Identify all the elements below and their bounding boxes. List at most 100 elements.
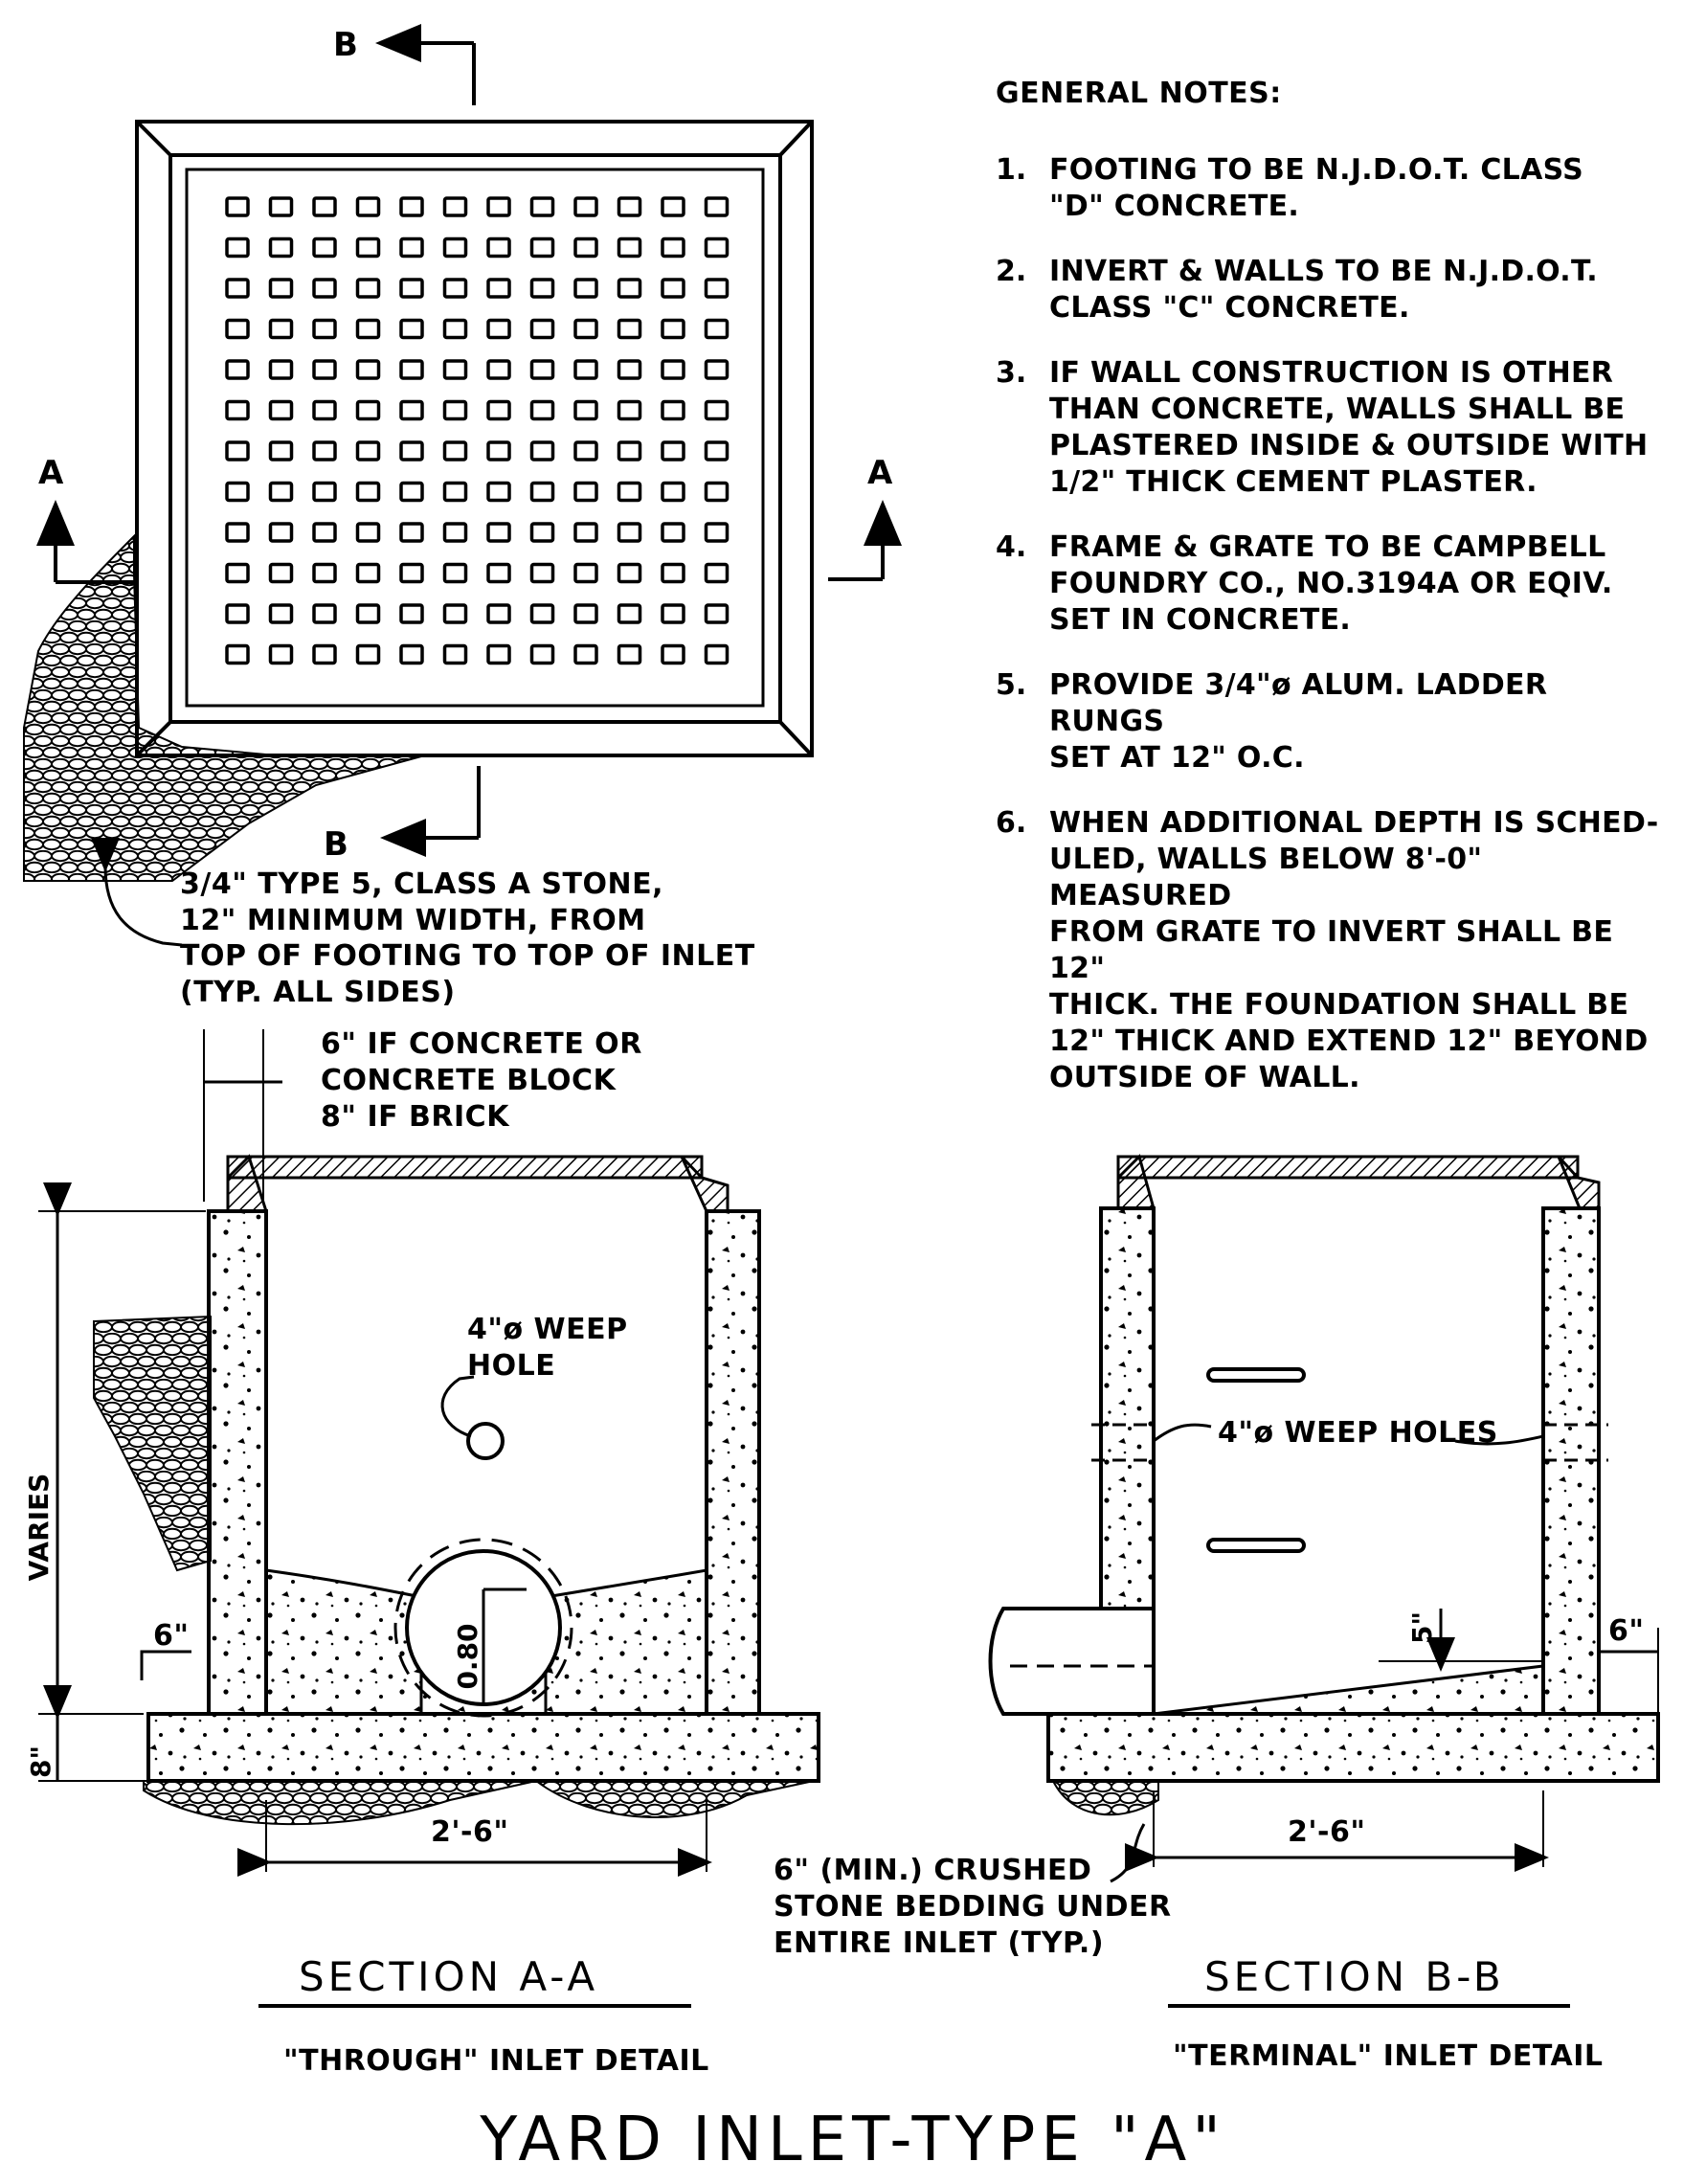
grate-opening xyxy=(617,562,642,584)
grate-opening xyxy=(704,359,730,380)
grate-opening xyxy=(704,562,730,584)
bedding-note: 6" (MIN.) CRUSHED STONE BEDDING UNDER EN… xyxy=(774,1854,1172,1960)
frame-outline xyxy=(135,120,814,757)
grate-opening xyxy=(573,399,598,421)
grate-opening xyxy=(661,278,685,299)
note-number: 2. xyxy=(996,255,1027,288)
grate-opening xyxy=(617,522,642,543)
grate-opening xyxy=(399,399,424,421)
grate-opening xyxy=(312,236,337,259)
grate-opening xyxy=(225,643,250,665)
note-number: 4. xyxy=(996,530,1027,564)
grate-opening xyxy=(573,481,598,503)
grate-opening xyxy=(399,643,424,665)
grate-opening xyxy=(617,481,642,503)
grate-opening xyxy=(573,196,598,217)
section-cut-a-right xyxy=(828,500,902,581)
grate-opening xyxy=(442,278,468,299)
grate-opening xyxy=(268,643,294,665)
grate-opening xyxy=(617,236,642,259)
grate-opening xyxy=(225,359,250,380)
grate-opening xyxy=(661,481,685,503)
grate-opening xyxy=(486,196,511,217)
grate-opening xyxy=(617,603,642,624)
grate-opening xyxy=(355,278,381,299)
grate-opening xyxy=(399,440,424,462)
grate-opening xyxy=(486,603,511,624)
grate-opening xyxy=(268,236,294,259)
grate-opening xyxy=(486,278,511,299)
grate-opening xyxy=(268,359,294,380)
grate-opening xyxy=(661,643,685,665)
grate-opening xyxy=(573,522,598,543)
section-mark-a-left: A xyxy=(38,454,64,492)
grate-opening xyxy=(355,603,381,624)
grate-opening xyxy=(442,359,468,380)
grate-opening xyxy=(573,236,598,259)
weep-holes-bb-label: 4"ø WEEP HOLES xyxy=(1218,1416,1498,1450)
grate-opening xyxy=(355,236,381,259)
grate-opening xyxy=(399,318,424,340)
grate-opening xyxy=(486,522,511,543)
grate-opening xyxy=(617,359,642,380)
grate-opening xyxy=(268,562,294,584)
grate-opening xyxy=(312,440,337,462)
grate-opening xyxy=(617,318,642,340)
grate-opening xyxy=(442,481,468,503)
grate-opening xyxy=(617,278,642,299)
grate-opening xyxy=(312,522,337,543)
plan-stone-backfill xyxy=(23,533,422,882)
grate-opening xyxy=(225,481,250,503)
grate-opening xyxy=(486,481,511,503)
note-number: 6. xyxy=(996,806,1027,840)
note-item: 5. PROVIDE 3/4"ø ALUM. LADDER RUNGS SET … xyxy=(996,667,1666,777)
grate-opening xyxy=(529,196,555,217)
grate-opening xyxy=(529,318,555,340)
weep-hole-label: 4"ø WEEP HOLE xyxy=(467,1313,628,1383)
grate-opening xyxy=(529,359,555,380)
grate-opening xyxy=(355,399,381,421)
grate-opening xyxy=(704,522,730,543)
section-aa-subtitle: "THROUGH" INLET DETAIL xyxy=(283,2044,709,2078)
grate-opening xyxy=(704,643,730,665)
section-mark-b-top: B xyxy=(333,26,358,64)
wall-thickness-note: 6" IF CONCRETE OR CONCRETE BLOCK 8" IF B… xyxy=(321,1027,642,1134)
grate-opening xyxy=(704,278,730,299)
plan-view: B B A A xyxy=(23,24,902,947)
note-item: 4. FRAME & GRATE TO BE CAMPBELL FOUNDRY … xyxy=(996,529,1666,639)
grate-opening xyxy=(661,603,685,624)
grate-opening xyxy=(268,196,294,217)
grate-opening xyxy=(312,318,337,340)
grate-opening xyxy=(661,359,685,380)
grate-opening xyxy=(268,399,294,421)
grate-opening xyxy=(442,643,468,665)
grate-opening xyxy=(355,196,381,217)
grate-opening xyxy=(268,440,294,462)
varies-label: VARIES xyxy=(23,1474,55,1582)
grate-opening xyxy=(312,399,337,421)
grate-opening xyxy=(617,440,642,462)
grate-opening xyxy=(442,196,468,217)
grate-openings xyxy=(225,196,730,665)
note-item: 2. INVERT & WALLS TO BE N.J.D.O.T. CLASS… xyxy=(996,254,1666,326)
grate-opening xyxy=(486,318,511,340)
grate-opening xyxy=(704,603,730,624)
grate-opening xyxy=(661,522,685,543)
grate-opening xyxy=(529,236,555,259)
section-bb-drawing xyxy=(988,1154,1660,2008)
grate-opening xyxy=(355,643,381,665)
note-text: IF WALL CONSTRUCTION IS OTHER THAN CONCR… xyxy=(1049,356,1649,499)
section-bb-subtitle: "TERMINAL" INLET DETAIL xyxy=(1173,2039,1604,2073)
grate-opening xyxy=(704,318,730,340)
grate-opening xyxy=(704,481,730,503)
note-item: 1. FOOTING TO BE N.J.D.O.T. CLASS "D" CO… xyxy=(996,152,1666,225)
note-text: PROVIDE 3/4"ø ALUM. LADDER RUNGS SET AT … xyxy=(1049,668,1548,775)
grate-opening xyxy=(573,278,598,299)
grate-opening xyxy=(442,236,468,259)
grate-opening xyxy=(704,399,730,421)
grate-opening xyxy=(355,481,381,503)
grate-opening xyxy=(268,318,294,340)
grate-opening xyxy=(529,481,555,503)
grate-opening xyxy=(704,236,730,259)
